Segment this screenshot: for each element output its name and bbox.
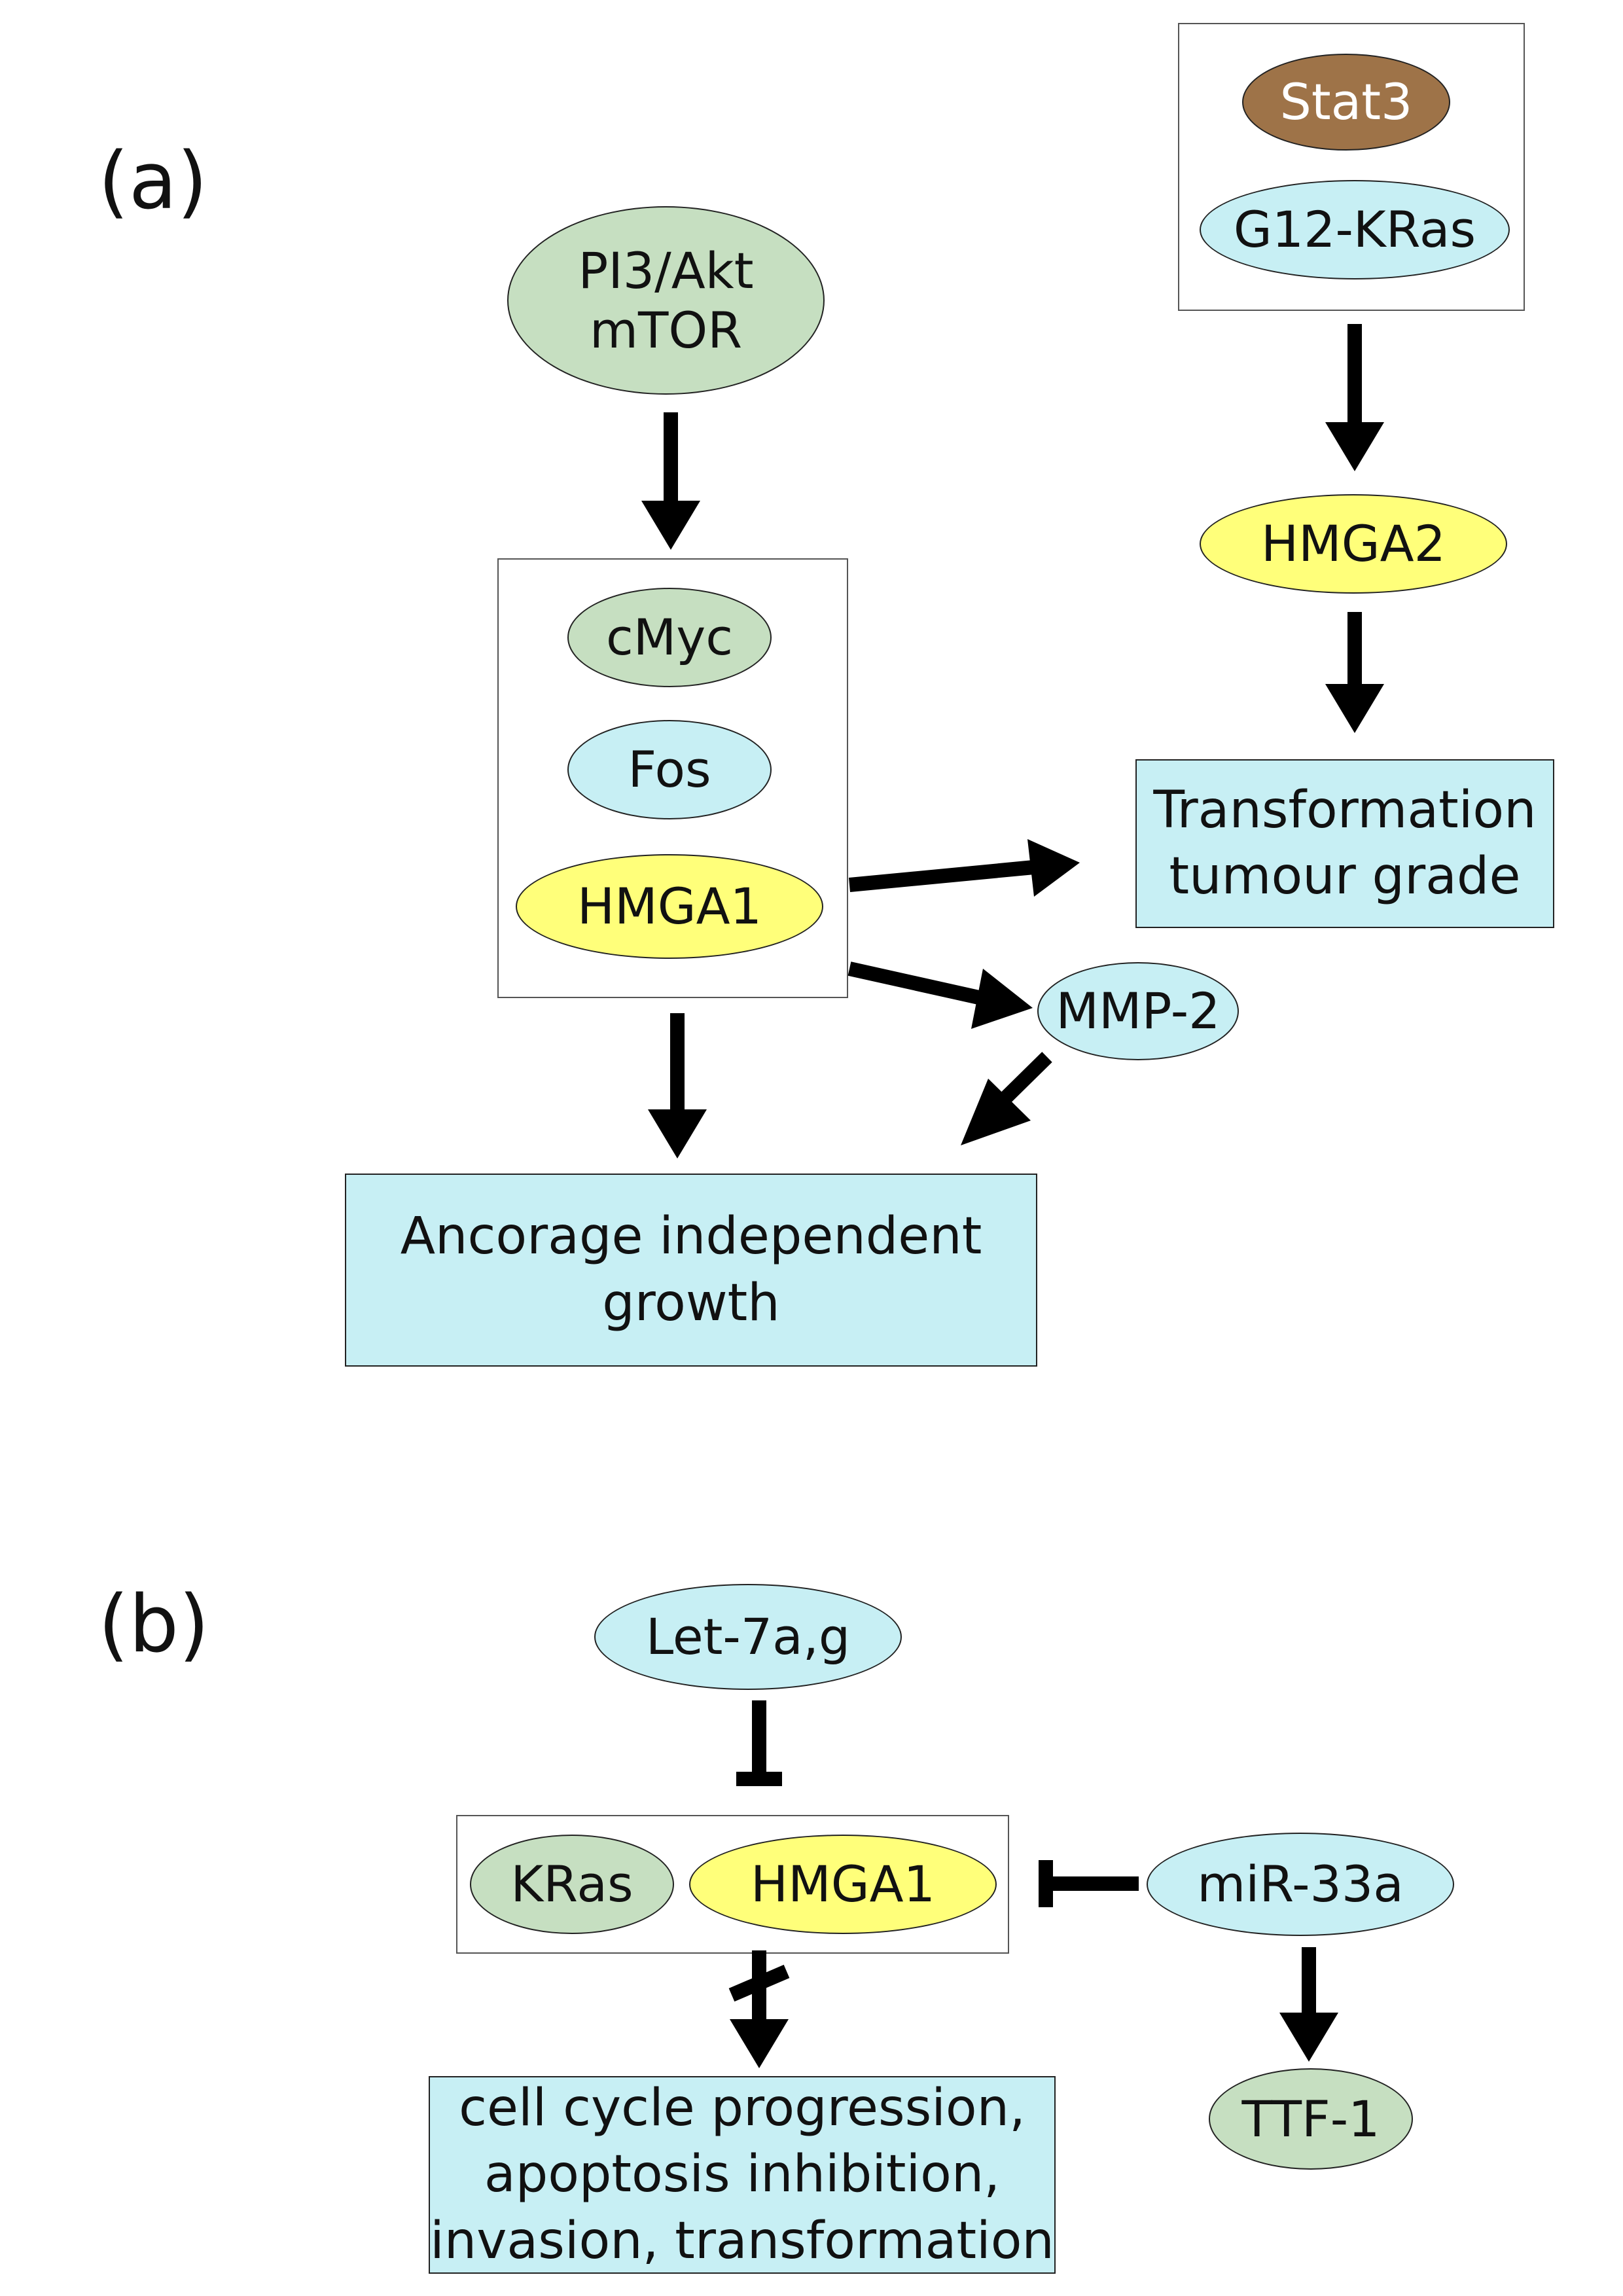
ttf1-node: TTF-1: [1209, 2068, 1413, 2170]
arrow-group-to-mmp2: [847, 961, 984, 1005]
hmga2-node: HMGA2: [1200, 494, 1507, 594]
arrowhead-hmga2: [1325, 422, 1384, 471]
transformation-outcome: Transformation tumour grade: [1135, 759, 1554, 928]
arrowhead-anchorage-from-group: [648, 1109, 707, 1158]
arrow-group-to-transformation: [848, 860, 1035, 892]
cellcycle-outcome: cell cycle progression, apoptosis inhibi…: [429, 2076, 1056, 2274]
kras-node: KRas: [470, 1835, 674, 1934]
arrowhead-transformation-from-hmga2: [1325, 684, 1384, 733]
block-mark-cellcycle: [728, 1964, 790, 2002]
arrowhead-anchorage-from-mmp2: [961, 1079, 1031, 1145]
g12-kras-node: G12-KRas: [1200, 180, 1510, 279]
pi3-akt-mtor-node: PI3/Akt mTOR: [507, 206, 825, 395]
let7-node: Let-7a,g: [594, 1584, 902, 1690]
anchorage-outcome: Ancorage independent growth: [345, 1174, 1037, 1367]
hmga1-b-node: HMGA1: [689, 1835, 997, 1934]
arrowhead-mmp2: [971, 969, 1033, 1029]
arrowhead-pi3: [641, 501, 700, 550]
mmp2-node: MMP-2: [1037, 962, 1239, 1060]
arrowhead-cellcycle: [730, 2019, 789, 2068]
fos-node: Fos: [567, 720, 772, 819]
hmga1-node: HMGA1: [516, 854, 823, 959]
panel-a-label: (a): [98, 136, 208, 227]
arrow-mmp2-to-anchorage: [1001, 1052, 1052, 1102]
panel-b-label: (b): [98, 1579, 209, 1670]
mir33a-node: miR-33a: [1147, 1833, 1454, 1936]
stat3-node: Stat3: [1242, 54, 1450, 151]
arrowhead-ttf1: [1279, 2013, 1338, 2062]
cmyc-node: cMyc: [567, 588, 772, 687]
arrowhead-transformation-from-group: [1027, 839, 1080, 897]
